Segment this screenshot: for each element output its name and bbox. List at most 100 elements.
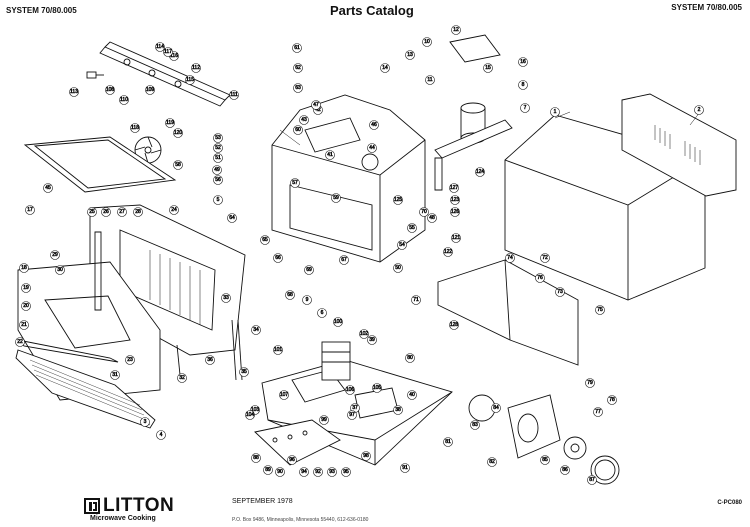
svg-text:88: 88 [253, 455, 259, 461]
svg-text:93: 93 [329, 469, 335, 475]
callout-109: 109 [145, 85, 155, 95]
svg-text:29: 29 [52, 252, 58, 258]
callout-102: 102 [359, 329, 369, 339]
svg-text:27: 27 [119, 209, 125, 215]
callout-87: 87 [587, 475, 597, 485]
svg-text:121: 121 [452, 235, 461, 241]
callout-126: 126 [450, 207, 460, 217]
callout-118: 118 [130, 123, 140, 133]
svg-text:91: 91 [402, 465, 408, 471]
svg-text:58: 58 [175, 162, 181, 168]
callout-112: 112 [191, 63, 201, 73]
svg-text:64: 64 [229, 215, 235, 221]
litton-logo: LITTON [84, 495, 174, 517]
callout-15: 15 [483, 63, 493, 73]
callout-105: 105 [372, 383, 382, 393]
callout-24: 24 [169, 205, 179, 215]
svg-text:104: 104 [246, 412, 255, 418]
svg-text:35: 35 [241, 369, 247, 375]
callout-47: 47 [311, 100, 321, 110]
callout-6: 6 [317, 308, 327, 318]
callout-72: 72 [540, 253, 550, 263]
svg-text:86: 86 [562, 467, 568, 473]
svg-text:99: 99 [321, 417, 327, 423]
svg-text:40: 40 [409, 392, 415, 398]
callout-49: 49 [212, 165, 222, 175]
svg-text:8: 8 [522, 82, 525, 88]
callout-60: 60 [293, 125, 303, 135]
callout-123: 123 [450, 195, 460, 205]
svg-text:87: 87 [589, 477, 595, 483]
svg-text:10: 10 [424, 39, 430, 45]
callout-80: 80 [405, 353, 415, 363]
oven-cavity [271, 94, 426, 263]
svg-text:128: 128 [450, 322, 459, 328]
control-knob [86, 71, 104, 79]
front-grille [15, 349, 156, 429]
svg-text:25: 25 [89, 209, 95, 215]
svg-text:108: 108 [106, 87, 115, 93]
svg-text:17: 17 [27, 207, 33, 213]
callout-75: 75 [595, 305, 605, 315]
svg-text:101: 101 [274, 347, 283, 353]
svg-text:14: 14 [382, 65, 388, 71]
waveguide [434, 119, 513, 191]
svg-text:85: 85 [542, 457, 548, 463]
svg-text:41: 41 [327, 152, 333, 158]
svg-text:122: 122 [444, 249, 453, 255]
callout-115: 115 [185, 75, 195, 85]
callout-11: 11 [425, 75, 435, 85]
callout-78: 78 [607, 395, 617, 405]
svg-text:116: 116 [170, 53, 178, 59]
callout-23: 23 [125, 355, 135, 365]
callout-9: 9 [302, 295, 312, 305]
callout-88: 88 [251, 453, 261, 463]
callout-22: 22 [15, 337, 25, 347]
svg-text:1: 1 [554, 109, 557, 115]
svg-text:59: 59 [333, 195, 339, 201]
svg-text:111: 111 [230, 92, 238, 98]
svg-text:30: 30 [57, 267, 63, 273]
callout-70: 70 [419, 207, 429, 217]
svg-text:31: 31 [112, 372, 118, 378]
svg-text:71: 71 [413, 297, 419, 303]
svg-text:96: 96 [289, 457, 295, 463]
callout-86: 86 [560, 465, 570, 475]
svg-text:24: 24 [171, 207, 177, 213]
callout-4: 4 [156, 430, 166, 440]
svg-text:6: 6 [321, 310, 324, 316]
svg-text:36: 36 [207, 357, 213, 363]
rear-panel [621, 93, 737, 197]
svg-text:20: 20 [23, 303, 29, 309]
svg-text:38: 38 [395, 407, 401, 413]
callout-2: 2 [694, 105, 704, 115]
callout-73: 73 [555, 287, 565, 297]
svg-text:89: 89 [265, 467, 271, 473]
svg-text:102: 102 [360, 331, 369, 337]
litton-logo-icon [84, 498, 100, 514]
callout-45: 45 [43, 183, 53, 193]
callout-46: 46 [369, 120, 379, 130]
svg-text:61: 61 [294, 45, 300, 51]
svg-text:12: 12 [453, 27, 459, 33]
svg-text:76: 76 [537, 275, 543, 281]
svg-text:42: 42 [315, 107, 321, 113]
svg-text:39: 39 [369, 337, 375, 343]
callout-95: 95 [341, 467, 351, 477]
svg-text:37: 37 [352, 405, 358, 411]
svg-text:9: 9 [306, 297, 309, 303]
svg-text:66: 66 [275, 255, 281, 261]
svg-text:82: 82 [489, 459, 495, 465]
svg-text:90: 90 [277, 469, 283, 475]
callout-99: 99 [319, 415, 329, 425]
svg-text:48: 48 [429, 215, 435, 221]
callout-94: 94 [299, 467, 309, 477]
callout-110: 110 [119, 95, 129, 105]
svg-text:50: 50 [395, 265, 401, 271]
callout-62: 62 [293, 63, 303, 73]
svg-text:47: 47 [313, 102, 319, 108]
svg-text:126: 126 [451, 209, 460, 215]
callout-84: 84 [491, 403, 501, 413]
svg-text:97: 97 [349, 412, 355, 418]
svg-text:16: 16 [520, 59, 526, 65]
